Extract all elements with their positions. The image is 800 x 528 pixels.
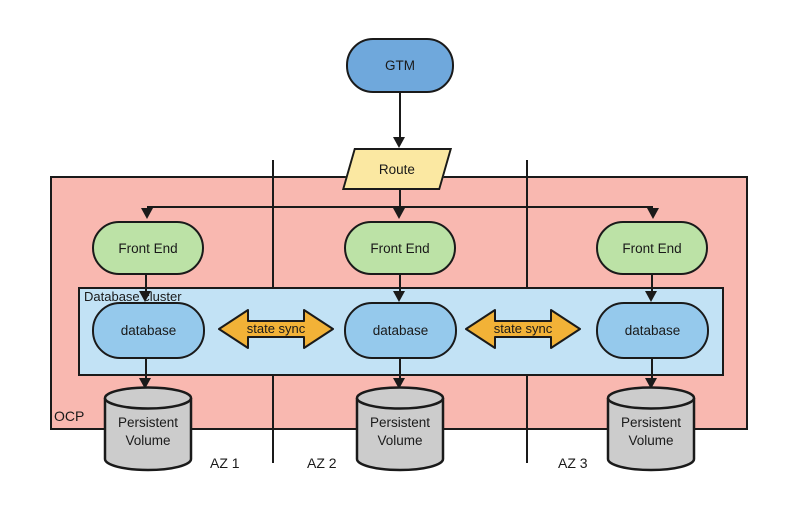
pv-label-line1: Persistent (620, 415, 682, 430)
front-end-label: Front End (118, 240, 178, 256)
connector-db3-pv3-arrowhead (645, 378, 657, 389)
pv-label-line1: Persistent (369, 415, 431, 430)
state-sync-arrow-1 (218, 309, 334, 349)
database-node-1: database (92, 302, 205, 359)
connector-gtm-route-line (399, 89, 401, 138)
route-label: Route (378, 161, 416, 177)
front-end-node-2: Front End (344, 221, 456, 275)
pv-label-line2: Volume (377, 433, 423, 448)
az-label-1: AZ 1 (210, 455, 240, 471)
connector-fe2-db2-line (399, 273, 401, 292)
database-node-3: database (596, 302, 709, 359)
state-sync-label-1: state sync (246, 321, 306, 336)
persistent-volume-label-1: Persistent Volume (103, 414, 193, 450)
connector-frontend3-arrowhead (647, 208, 659, 219)
persistent-volume-cylinder-2 (355, 386, 445, 472)
persistent-volume-cylinder-3 (606, 386, 696, 472)
ocp-label: OCP (54, 408, 85, 424)
connector-fe1-db1-line (145, 273, 147, 292)
pv-label-line1: Persistent (117, 415, 179, 430)
persistent-volume-cylinder-1 (103, 386, 193, 472)
front-end-label: Front End (622, 240, 682, 256)
connector-db2-pv2-arrowhead (393, 378, 405, 389)
database-label: database (120, 323, 177, 338)
connector-frontend2-arrowhead (393, 208, 405, 219)
state-sync-label-2: state sync (493, 321, 553, 336)
az-label-3: AZ 3 (558, 455, 588, 471)
az-label-2: AZ 2 (307, 455, 337, 471)
connector-fe1-db1-arrowhead (139, 291, 151, 302)
persistent-volume-label-2: Persistent Volume (355, 414, 445, 450)
database-node-2: database (344, 302, 457, 359)
connector-fe3-db3-line (651, 273, 653, 292)
gtm-label: GTM (385, 58, 415, 73)
route-node: Route (341, 148, 453, 190)
connector-db1-pv1-arrowhead (139, 378, 151, 389)
connector-db1-pv1-line (145, 355, 147, 378)
front-end-node-1: Front End (92, 221, 204, 275)
connector-fe2-db2-arrowhead (393, 291, 405, 302)
persistent-volume-label-3: Persistent Volume (606, 414, 696, 450)
pv-label-line2: Volume (628, 433, 674, 448)
connector-fe3-db3-arrowhead (645, 291, 657, 302)
connector-route-drop-line (399, 188, 401, 208)
connector-frontend1-arrowhead (141, 208, 153, 219)
connector-distribution-line (147, 206, 653, 208)
gtm-node: GTM (346, 38, 454, 93)
database-label: database (624, 323, 681, 338)
connector-db3-pv3-line (651, 355, 653, 378)
front-end-node-3: Front End (596, 221, 708, 275)
connector-gtm-route-arrowhead (393, 137, 405, 148)
pv-label-line2: Volume (125, 433, 171, 448)
database-label: database (372, 323, 429, 338)
database-cluster-label: Database cluster (84, 289, 182, 304)
state-sync-arrow-2 (465, 309, 581, 349)
front-end-label: Front End (370, 240, 430, 256)
connector-db2-pv2-line (399, 355, 401, 378)
